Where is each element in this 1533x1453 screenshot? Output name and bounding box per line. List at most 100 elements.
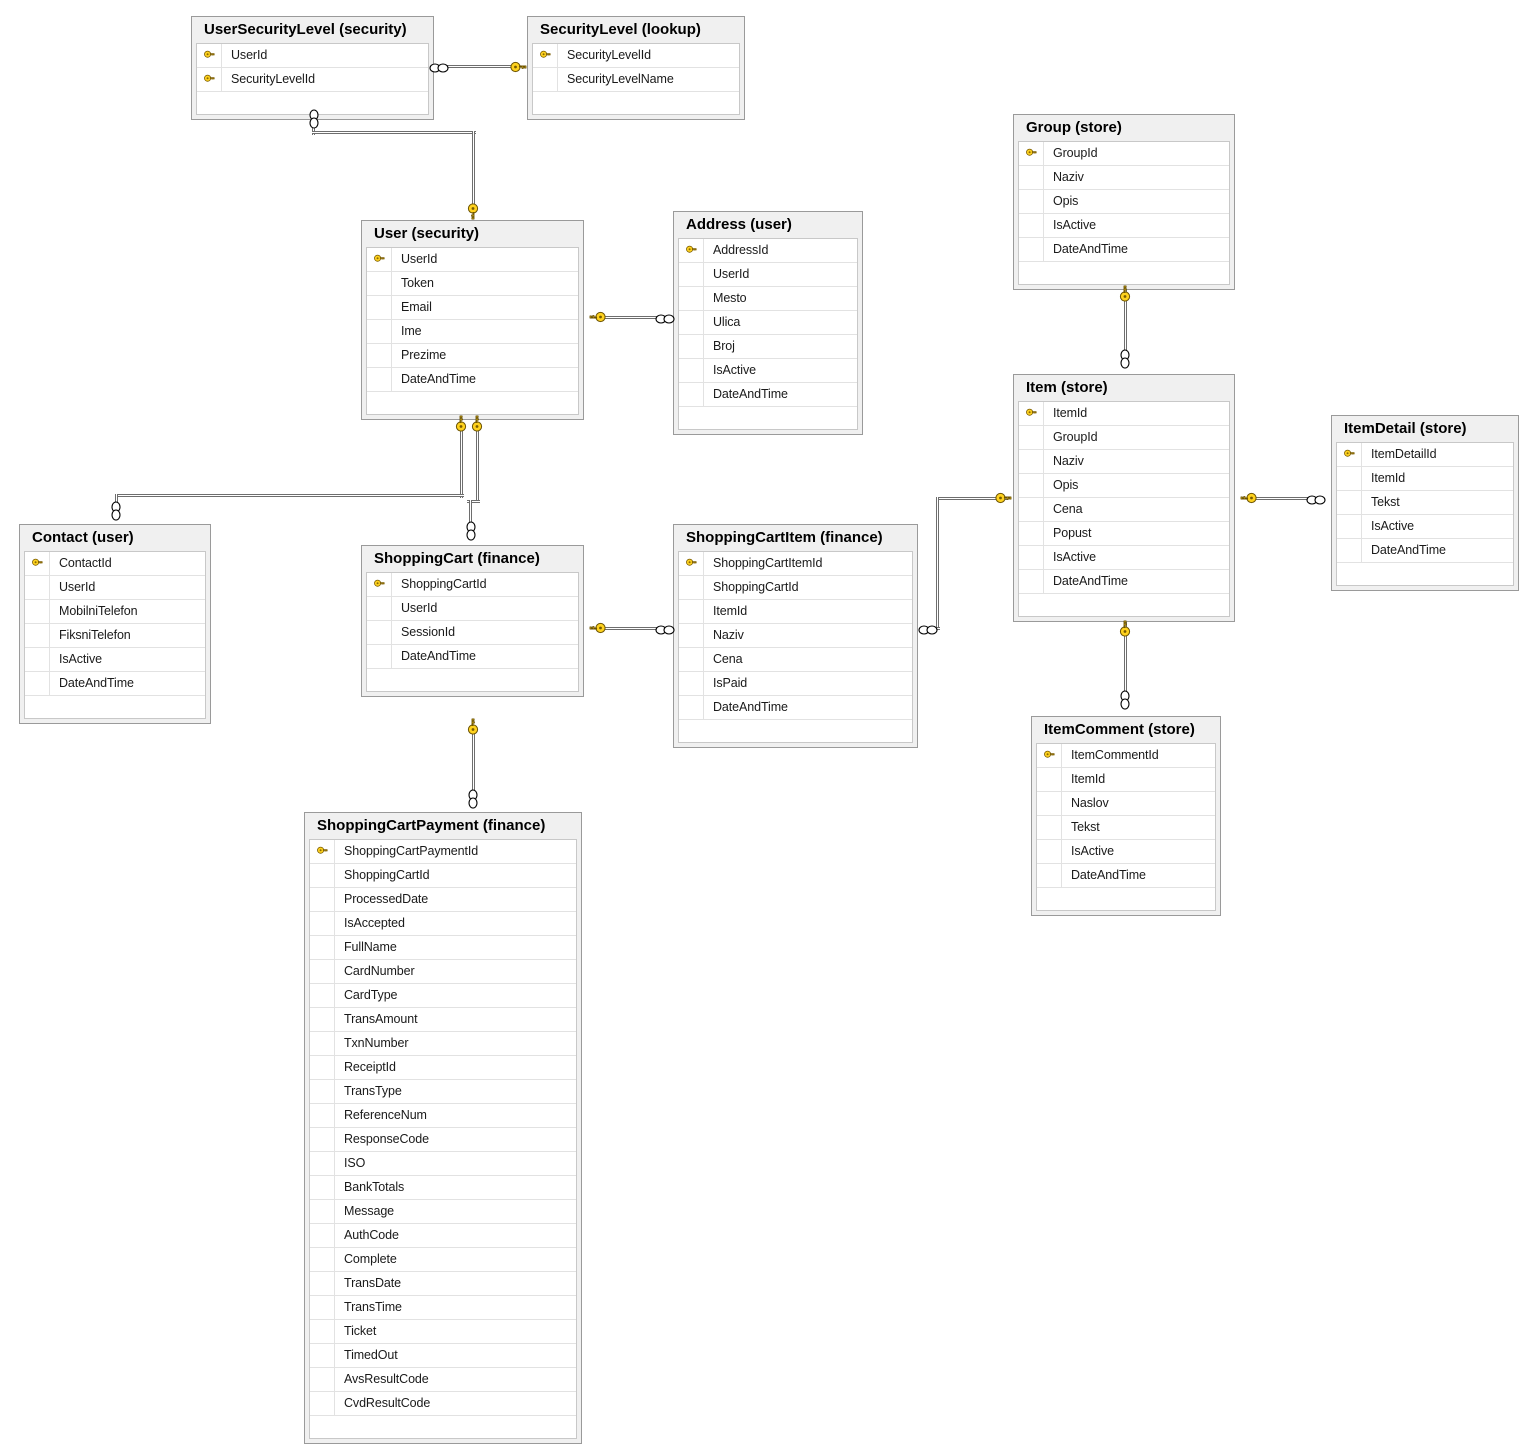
- table-row[interactable]: TxnNumber: [310, 1031, 576, 1056]
- table-row[interactable]: MobilniTelefon: [25, 599, 205, 624]
- table-row[interactable]: UserId: [367, 247, 578, 272]
- table-row[interactable]: DateAndTime: [25, 671, 205, 696]
- table-row[interactable]: SecurityLevelId: [197, 67, 428, 92]
- table-title-shoppingcartpayment: ShoppingCartPayment (finance): [309, 813, 577, 839]
- table-row[interactable]: CvdResultCode: [310, 1391, 576, 1416]
- table-row[interactable]: Naslov: [1037, 791, 1215, 816]
- table-row[interactable]: TransDate: [310, 1271, 576, 1296]
- table-row[interactable]: ISO: [310, 1151, 576, 1176]
- table-row[interactable]: TransAmount: [310, 1007, 576, 1032]
- table-row[interactable]: ResponseCode: [310, 1127, 576, 1152]
- table-row[interactable]: UserId: [367, 596, 578, 621]
- table-row[interactable]: DateAndTime: [1337, 538, 1513, 563]
- table-shoppingcartpayment[interactable]: ShoppingCartPayment (finance)ShoppingCar…: [304, 812, 582, 1444]
- table-row[interactable]: Ime: [367, 319, 578, 344]
- table-row[interactable]: Ticket: [310, 1319, 576, 1344]
- table-row[interactable]: UserId: [25, 575, 205, 600]
- table-row[interactable]: DateAndTime: [679, 695, 912, 720]
- table-row[interactable]: DateAndTime: [1037, 863, 1215, 888]
- table-row[interactable]: ContactId: [25, 551, 205, 576]
- table-row[interactable]: Opis: [1019, 473, 1229, 498]
- table-title-shoppingcartitem: ShoppingCartItem (finance): [678, 525, 913, 551]
- table-row[interactable]: Complete: [310, 1247, 576, 1272]
- table-row[interactable]: Tekst: [1037, 815, 1215, 840]
- table-row[interactable]: IsAccepted: [310, 911, 576, 936]
- table-row[interactable]: ItemCommentId: [1037, 743, 1215, 768]
- table-row[interactable]: ItemId: [1037, 767, 1215, 792]
- table-row[interactable]: DateAndTime: [1019, 237, 1229, 262]
- primary-key-icon: [1037, 743, 1062, 767]
- column-name: UserId: [231, 48, 268, 63]
- table-row[interactable]: IsPaid: [679, 671, 912, 696]
- table-row[interactable]: ItemDetailId: [1337, 442, 1513, 467]
- table-row[interactable]: ItemId: [679, 599, 912, 624]
- table-row[interactable]: SecurityLevelId: [533, 43, 739, 68]
- table-row[interactable]: Cena: [1019, 497, 1229, 522]
- table-row[interactable]: ReceiptId: [310, 1055, 576, 1080]
- table-row[interactable]: Opis: [1019, 189, 1229, 214]
- table-row[interactable]: IsActive: [25, 647, 205, 672]
- table-row[interactable]: Naziv: [1019, 165, 1229, 190]
- table-row[interactable]: ItemId: [1337, 466, 1513, 491]
- column-name: Broj: [713, 339, 735, 354]
- table-row[interactable]: IsActive: [1337, 514, 1513, 539]
- table-row[interactable]: DateAndTime: [367, 644, 578, 669]
- table-row[interactable]: GroupId: [1019, 425, 1229, 450]
- table-row[interactable]: Prezime: [367, 343, 578, 368]
- table-row[interactable]: CardNumber: [310, 959, 576, 984]
- table-row[interactable]: ItemId: [1019, 401, 1229, 426]
- table-row[interactable]: FiksniTelefon: [25, 623, 205, 648]
- table-row[interactable]: Ulica: [679, 310, 857, 335]
- table-row[interactable]: Broj: [679, 334, 857, 359]
- table-row[interactable]: Popust: [1019, 521, 1229, 546]
- table-row[interactable]: IsActive: [1019, 545, 1229, 570]
- table-row[interactable]: DateAndTime: [1019, 569, 1229, 594]
- table-row[interactable]: TimedOut: [310, 1343, 576, 1368]
- table-row[interactable]: IsActive: [679, 358, 857, 383]
- table-row[interactable]: ShoppingCartId: [310, 863, 576, 888]
- table-row[interactable]: UserId: [197, 43, 428, 68]
- table-row[interactable]: IsActive: [1019, 213, 1229, 238]
- table-row[interactable]: Naziv: [1019, 449, 1229, 474]
- table-row[interactable]: UserId: [679, 262, 857, 287]
- table-row[interactable]: Mesto: [679, 286, 857, 311]
- table-row[interactable]: ShoppingCartId: [679, 575, 912, 600]
- table-row[interactable]: TransType: [310, 1079, 576, 1104]
- table-row[interactable]: IsActive: [1037, 839, 1215, 864]
- table-row[interactable]: ShoppingCartPaymentId: [310, 839, 576, 864]
- table-shoppingcartitem[interactable]: ShoppingCartItem (finance)ShoppingCartIt…: [673, 524, 918, 748]
- table-row[interactable]: Naziv: [679, 623, 912, 648]
- table-row[interactable]: AddressId: [679, 238, 857, 263]
- table-row[interactable]: DateAndTime: [367, 367, 578, 392]
- table-row[interactable]: AuthCode: [310, 1223, 576, 1248]
- table-row[interactable]: Message: [310, 1199, 576, 1224]
- table-row[interactable]: SessionId: [367, 620, 578, 645]
- table-row[interactable]: ReferenceNum: [310, 1103, 576, 1128]
- table-row[interactable]: CardType: [310, 983, 576, 1008]
- table-row[interactable]: DateAndTime: [679, 382, 857, 407]
- table-row[interactable]: Cena: [679, 647, 912, 672]
- table-row[interactable]: FullName: [310, 935, 576, 960]
- table-row[interactable]: AvsResultCode: [310, 1367, 576, 1392]
- table-row[interactable]: ProcessedDate: [310, 887, 576, 912]
- primary-key-icon: [1019, 401, 1044, 425]
- table-row[interactable]: ShoppingCartId: [367, 572, 578, 597]
- table-row[interactable]: GroupId: [1019, 141, 1229, 166]
- table-row[interactable]: Email: [367, 295, 578, 320]
- table-row[interactable]: Tekst: [1337, 490, 1513, 515]
- table-row[interactable]: SecurityLevelName: [533, 67, 739, 92]
- table-row[interactable]: Token: [367, 271, 578, 296]
- table-row[interactable]: ShoppingCartItemId: [679, 551, 912, 576]
- table-row[interactable]: TransTime: [310, 1295, 576, 1320]
- table-row[interactable]: BankTotals: [310, 1175, 576, 1200]
